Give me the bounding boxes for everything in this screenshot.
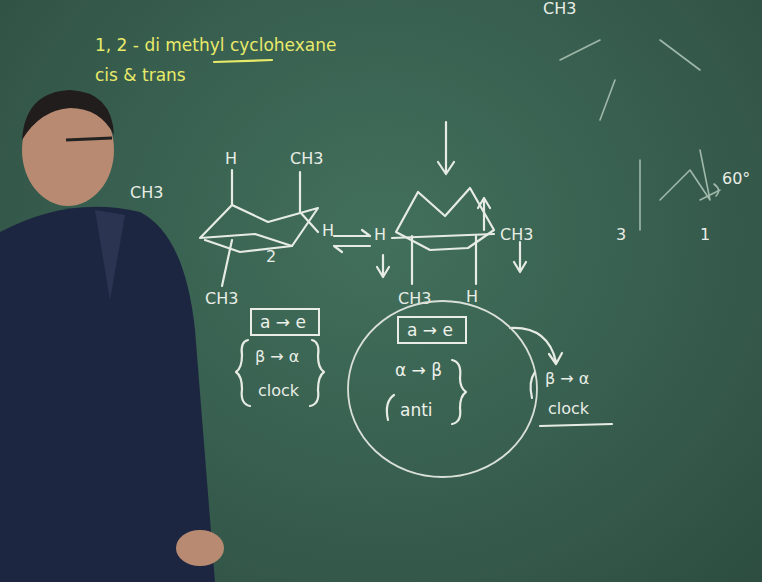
chalk-label: H (374, 226, 386, 244)
chair-edge (205, 240, 292, 252)
hair (22, 90, 114, 140)
chalk-label: CH3 (130, 184, 163, 202)
node-text: a → e (407, 320, 457, 340)
underline (540, 424, 612, 426)
chalk-label: CH3 (543, 0, 576, 18)
arrow (438, 122, 454, 174)
lecturer-body (0, 207, 215, 582)
chalk-label: H (225, 150, 237, 168)
bond (222, 170, 318, 286)
hand (176, 530, 224, 566)
chalk-label: clock (258, 382, 299, 400)
chalk-label: CH3 (205, 290, 238, 308)
chalk-label: clock (548, 400, 589, 418)
node-text: a → e (260, 312, 310, 332)
parenthesis (387, 395, 394, 420)
chalk-label: 1, 2 - di methyl cyclohexane (95, 36, 336, 56)
equilibrium-arrow (334, 230, 370, 252)
glasses (66, 138, 112, 140)
chalk-label: CH3 (500, 226, 533, 244)
curved-arrow (510, 328, 562, 364)
chalk-label: cis & trans (95, 66, 186, 86)
chalk-label: β → α (545, 370, 589, 388)
underline (214, 60, 272, 62)
bond (392, 234, 494, 238)
brace (310, 340, 324, 406)
chalk-label: 3 (616, 226, 626, 244)
arrow (377, 255, 389, 277)
node-text: anti (400, 400, 433, 420)
faint-sketch (560, 40, 720, 230)
chalk-label: 2 (266, 248, 276, 266)
chalk-label: 60° (722, 170, 750, 188)
brace (236, 340, 250, 406)
boxed-rule: a → e (250, 308, 320, 336)
chalk-label: 1 (700, 226, 710, 244)
node-text: α → β (395, 360, 442, 380)
chalk-label: H (322, 222, 334, 240)
chalk-label: CH3 (290, 150, 323, 168)
chalk-label: β → α (255, 348, 299, 366)
boxed-rule: a → e (397, 316, 467, 344)
brace (452, 360, 466, 424)
chair-conformation (396, 188, 494, 250)
brace (531, 372, 535, 398)
collar (95, 210, 125, 300)
circled-group: α → β anti a → e (345, 298, 540, 480)
